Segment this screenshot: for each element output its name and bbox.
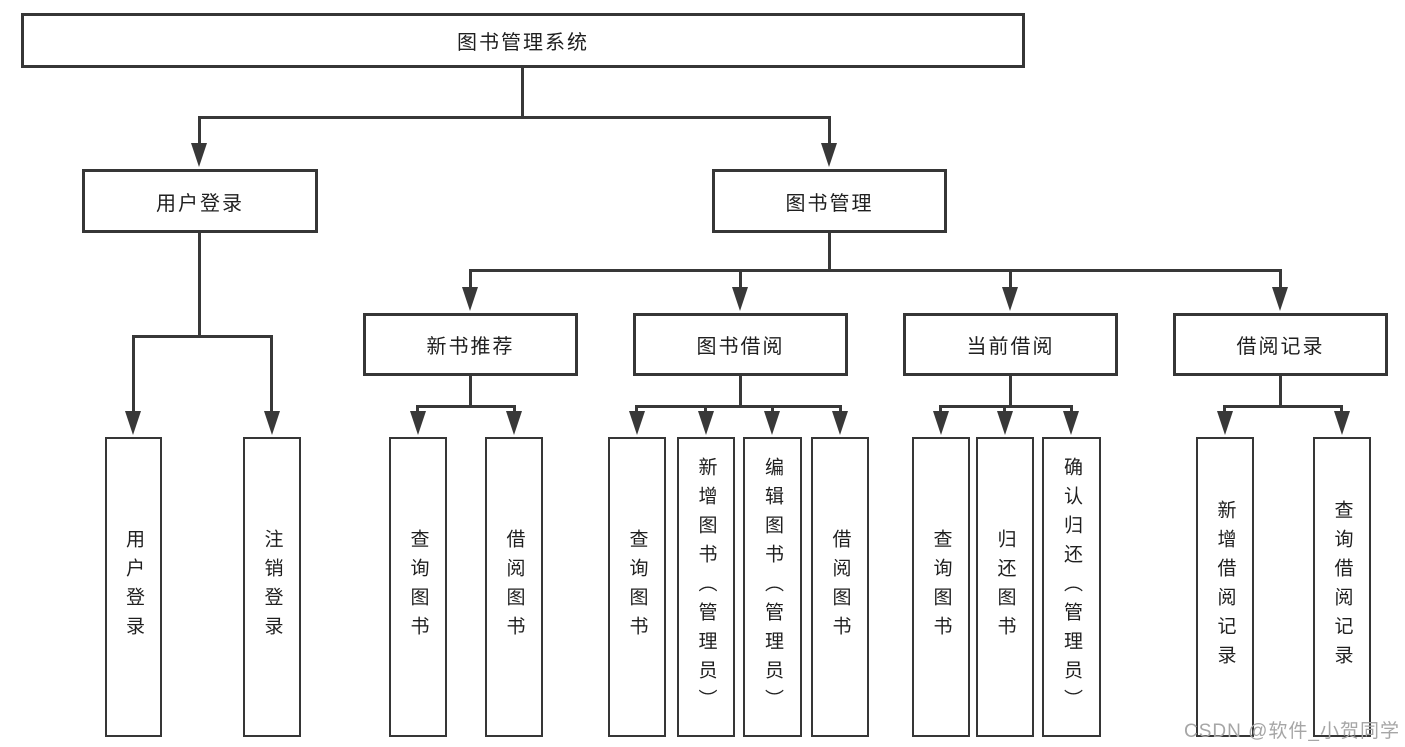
node-root-system: 图书管理系统 [21, 13, 1025, 68]
leaf-query-books-recommend: 查询图书 [389, 437, 447, 737]
leaf-label: 确认归还（管理员） [1061, 456, 1082, 718]
connector-line [469, 376, 472, 408]
connector-line [704, 405, 707, 413]
connector-line [469, 269, 1282, 272]
leaf-query-borrow-record: 查询借阅记录 [1313, 437, 1371, 737]
arrow-down-icon [933, 411, 949, 435]
connector-line [469, 269, 472, 289]
connector-line [828, 116, 831, 144]
node-current-borrow: 当前借阅 [903, 313, 1118, 376]
leaf-label: 借阅图书 [503, 529, 525, 645]
arrow-down-icon [764, 411, 780, 435]
connector-line [1070, 405, 1073, 413]
connector-line [416, 405, 516, 408]
connector-line [739, 269, 742, 289]
node-label: 当前借阅 [966, 336, 1055, 358]
leaf-label: 编辑图书（管理员） [762, 456, 783, 718]
leaf-label: 查询图书 [626, 529, 648, 645]
leaf-logout: 注销登录 [243, 437, 301, 737]
leaf-query-books-borrow: 查询图书 [608, 437, 666, 737]
connector-line [771, 405, 774, 413]
leaf-label: 新增图书（管理员） [695, 456, 717, 718]
node-book-borrow: 图书借阅 [633, 313, 848, 376]
node-label: 图书管理系统 [457, 32, 589, 54]
arrow-down-icon [506, 411, 522, 435]
leaf-borrow-books: 借阅图书 [811, 437, 869, 737]
leaf-label: 查询图书 [930, 529, 952, 645]
leaf-query-books-current: 查询图书 [912, 437, 970, 737]
connector-line [635, 405, 842, 408]
arrow-down-icon [1272, 287, 1288, 311]
leaf-add-books-admin: 新增图书（管理员） [677, 437, 735, 737]
leaf-label: 新增借阅记录 [1214, 500, 1236, 674]
arrow-down-icon [997, 411, 1013, 435]
connector-line [1223, 405, 1226, 413]
connector-line [513, 405, 516, 413]
connector-line [1279, 269, 1282, 289]
arrow-down-icon [125, 411, 141, 435]
connector-line [1009, 376, 1012, 408]
connector-line [270, 335, 273, 413]
connector-line [828, 233, 831, 272]
node-label: 新书推荐 [426, 336, 515, 358]
arrow-down-icon [1217, 411, 1233, 435]
connector-line [635, 405, 638, 413]
node-user-login: 用户登录 [82, 169, 318, 233]
arrow-down-icon [462, 287, 478, 311]
leaf-edit-books-admin: 编辑图书（管理员） [743, 437, 802, 737]
node-label: 图书借阅 [696, 336, 785, 358]
connector-line [198, 233, 201, 338]
arrow-down-icon [264, 411, 280, 435]
connector-line [839, 405, 842, 413]
connector-line [739, 376, 742, 408]
connector-line [939, 405, 1073, 408]
node-label: 借阅记录 [1236, 336, 1325, 358]
arrow-down-icon [821, 143, 837, 167]
connector-line [939, 405, 942, 413]
connector-line [1223, 405, 1343, 408]
connector-line [132, 335, 273, 338]
leaf-add-borrow-record: 新增借阅记录 [1196, 437, 1254, 737]
leaf-borrow-books-recommend: 借阅图书 [485, 437, 543, 737]
leaf-label: 归还图书 [994, 529, 1016, 645]
leaf-confirm-return-admin: 确认归还（管理员） [1042, 437, 1101, 737]
arrow-down-icon [832, 411, 848, 435]
node-new-book-recommend: 新书推荐 [363, 313, 578, 376]
connector-line [416, 405, 419, 413]
leaf-label: 用户登录 [123, 529, 144, 645]
leaf-label: 注销登录 [261, 529, 283, 645]
connector-line [198, 116, 201, 144]
connector-line [132, 335, 135, 413]
csdn-watermark: CSDN @软件_小贺同学 [1184, 721, 1400, 742]
arrow-down-icon [1063, 411, 1079, 435]
node-borrow-records: 借阅记录 [1173, 313, 1388, 376]
connector-line [1279, 376, 1282, 408]
leaf-user-login: 用户登录 [105, 437, 162, 737]
node-label: 用户登录 [156, 192, 244, 215]
node-label: 图书管理 [785, 192, 874, 215]
leaf-label: 查询图书 [407, 529, 429, 645]
arrow-down-icon [191, 143, 207, 167]
leaf-label: 查询借阅记录 [1331, 500, 1353, 674]
connector-line [521, 68, 524, 118]
connector-line [1003, 405, 1006, 413]
connector-line [198, 116, 831, 119]
node-book-management: 图书管理 [712, 169, 947, 233]
arrow-down-icon [1002, 287, 1018, 311]
connector-line [1009, 269, 1012, 289]
arrow-down-icon [629, 411, 645, 435]
arrow-down-icon [1334, 411, 1350, 435]
leaf-label: 借阅图书 [829, 529, 851, 645]
arrow-down-icon [410, 411, 426, 435]
connector-line [1340, 405, 1343, 413]
arrow-down-icon [698, 411, 714, 435]
arrow-down-icon [732, 287, 748, 311]
leaf-return-books: 归还图书 [976, 437, 1034, 737]
